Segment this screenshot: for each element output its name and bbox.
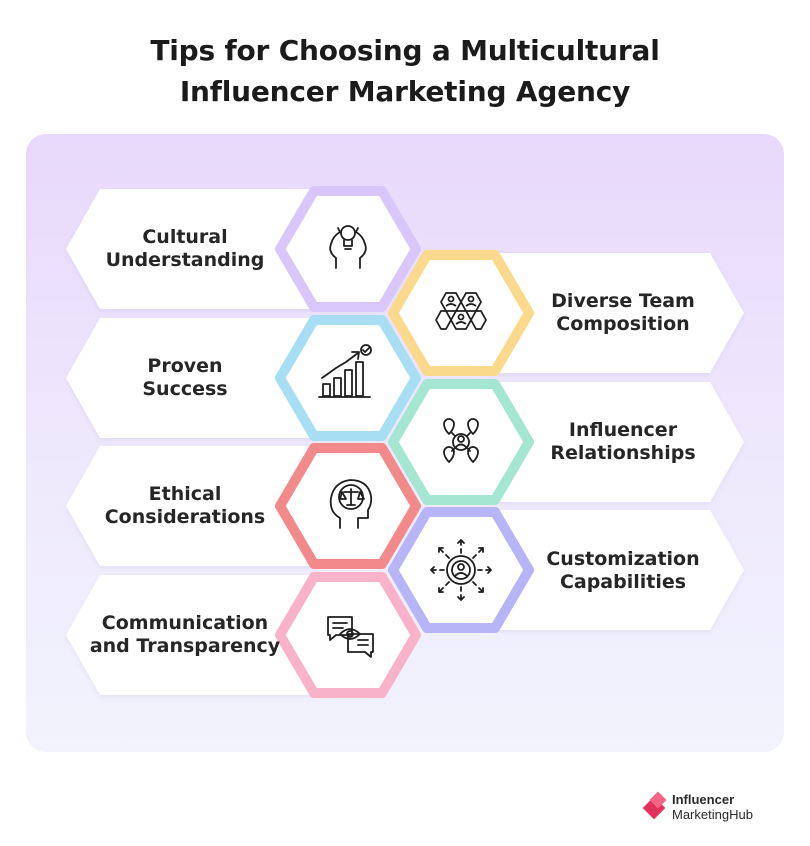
banner-diverse-team [490, 253, 744, 373]
hex-diverse-team [388, 250, 534, 376]
banner-influencer-relationships [490, 382, 744, 502]
brand-name-line-2: MarketingHub [672, 807, 753, 822]
brand-logo: Influencer MarketingHub [642, 791, 786, 824]
tip-label-influencer-relationships: Influencer Relationships [518, 419, 728, 465]
tip-label-line: Diverse Team [551, 290, 695, 312]
title-line-2: Influencer Marketing Agency [179, 75, 631, 108]
tip-label-line: Relationships [550, 442, 696, 464]
tip-label-line: Communication [101, 612, 269, 634]
tip-label-line: Ethical [148, 483, 222, 505]
tip-label-line: Understanding [105, 249, 265, 271]
network-people-icon [443, 418, 479, 463]
hex-ethical-considerations [275, 443, 421, 569]
banner-ethical-considerations [66, 446, 315, 566]
banner-customization [490, 510, 744, 630]
hexagon-team-icon [435, 292, 487, 330]
tip-label-line: Composition [556, 313, 690, 335]
tip-label-line: Capabilities [559, 571, 687, 593]
tip-label-line: Cultural [142, 226, 228, 248]
page-title: Tips for Choosing a Multicultural Influe… [0, 30, 810, 112]
tip-label-diverse-team: Diverse Team Composition [518, 290, 728, 336]
hex-proven-success [275, 315, 421, 441]
gear-user-icon [430, 539, 492, 601]
tip-label-line: Customization [546, 548, 700, 570]
head-lightbulb-icon [329, 225, 367, 269]
brand-name-line-1: Influencer [672, 792, 735, 807]
tip-label-line: and Transparency [89, 635, 281, 657]
tip-label-line: Proven [147, 355, 223, 377]
banner-communication-transparency [66, 575, 315, 695]
tip-label-cultural-understanding: Cultural Understanding [80, 226, 290, 272]
tip-label-line: Success [142, 378, 228, 400]
tip-label-line: Considerations [104, 506, 266, 528]
title-line-1: Tips for Choosing a Multicultural [150, 34, 660, 67]
brand-name-marketing: Marketing [672, 807, 730, 822]
banner-cultural-understanding [66, 189, 315, 309]
tip-label-ethical-considerations: Ethical Considerations [80, 483, 290, 529]
tip-label-communication-transparency: Communication and Transparency [80, 612, 290, 658]
head-scales-icon [329, 479, 373, 529]
tip-label-line: Influencer [568, 419, 678, 441]
growth-chart-icon [318, 344, 372, 398]
brand-name-hub: Hub [729, 807, 753, 822]
tip-label-customization: Customization Capabilities [518, 548, 728, 594]
chat-eye-icon [327, 616, 374, 658]
tip-label-proven-success: Proven Success [80, 355, 290, 401]
banner-proven-success [66, 318, 315, 438]
